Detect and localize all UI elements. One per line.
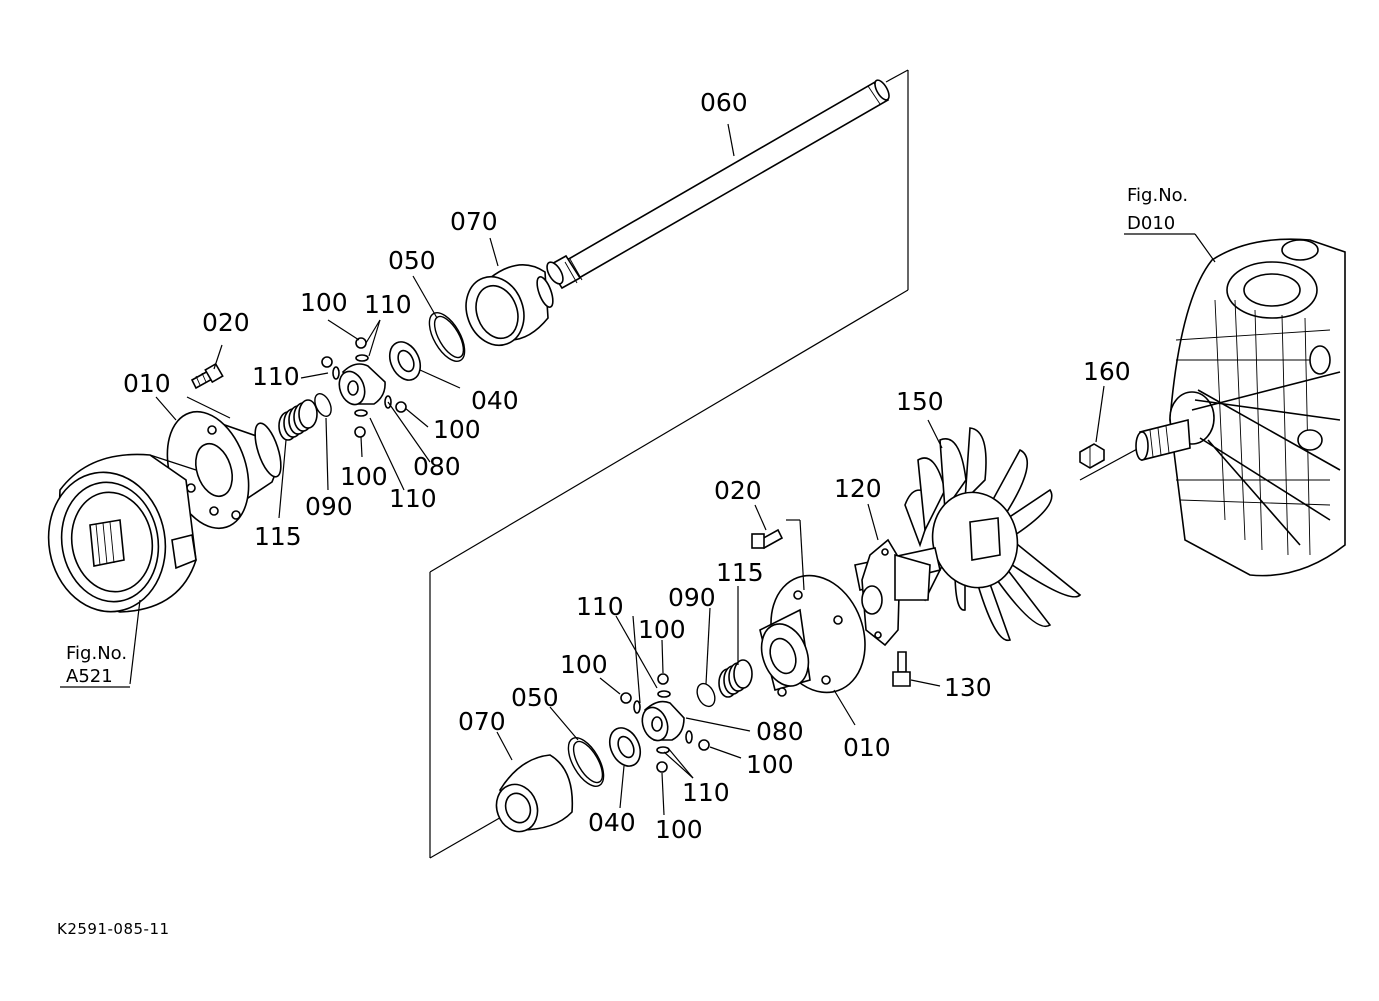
label-circlip: 090 [305, 492, 353, 521]
label-oring-a-lower: 110 [576, 592, 624, 621]
label-oring-b: 110 [252, 362, 300, 391]
label-shaft: 060 [700, 88, 748, 117]
circlip-lower [696, 682, 716, 708]
hex-nut [1079, 443, 1105, 469]
flange-yoke-lower [759, 574, 866, 697]
label-bolt-lower: 020 [714, 476, 762, 505]
label-oring-a: 110 [364, 290, 412, 319]
label-flange-lower: 010 [843, 733, 891, 762]
lower-part-labels: 150 160 020 120 115 090 110 100 100 050 … [458, 185, 1188, 844]
label-boot: 070 [450, 207, 498, 236]
pulley-housing [47, 453, 197, 613]
label-ball-b-lower: 100 [560, 650, 608, 679]
transmission-housing [1135, 238, 1346, 577]
ref-label-line2: A521 [66, 666, 113, 687]
cross-joint-lower [620, 673, 710, 773]
label-bracket: 120 [834, 474, 882, 503]
rubber-boot [465, 264, 554, 347]
snap-ring-lower [567, 737, 605, 787]
label-spring: 115 [254, 522, 302, 551]
label-ball-c: 100 [340, 462, 388, 491]
label-circlip-lower: 090 [668, 583, 716, 612]
label-ball-d-lower: 100 [655, 815, 703, 844]
mounting-bracket [861, 538, 931, 647]
label-oring-b-lower: 110 [682, 778, 730, 807]
label-oring-c: 110 [389, 484, 437, 513]
label-flange: 010 [123, 369, 171, 398]
upper-leader-lines [60, 123, 735, 688]
label-ball-a: 100 [300, 288, 348, 317]
label-fan: 150 [896, 387, 944, 416]
coil-spring-lower [718, 659, 753, 698]
lower-assembly: 150 160 020 120 115 090 110 100 100 050 … [458, 185, 1346, 844]
rubber-boot-lower [495, 754, 574, 833]
label-ball-b: 100 [433, 415, 481, 444]
label-bolt-b: 130 [944, 673, 992, 702]
label-spring-lower: 115 [716, 558, 764, 587]
label-ball-a-lower: 100 [638, 615, 686, 644]
ref-label-line1-lower: Fig.No. [1127, 185, 1188, 206]
lower-leader-lines [496, 233, 1216, 816]
label-snap-ring-lower: 050 [511, 683, 559, 712]
coil-spring [278, 399, 318, 441]
cross-joint [321, 337, 407, 438]
label-joint: 080 [413, 452, 461, 481]
thrust-washer-lower [608, 727, 642, 767]
hex-bolt [190, 362, 224, 390]
label-ball-c-lower: 100 [746, 750, 794, 779]
upper-assembly: 060 070 050 100 110 020 110 040 010 100 … [47, 79, 890, 688]
snap-ring [428, 312, 466, 362]
ref-label-line1: Fig.No. [66, 643, 127, 664]
drawing-code: K2591-085-11 [57, 920, 170, 938]
label-bolt: 020 [202, 308, 250, 337]
upper-part-labels: 060 070 050 100 110 020 110 040 010 100 … [66, 88, 748, 687]
label-washer: 040 [471, 386, 519, 415]
label-washer-lower: 040 [588, 808, 636, 837]
hex-bolt-small [751, 528, 784, 550]
ref-label-line2-lower: D010 [1127, 213, 1175, 234]
thrust-washer [388, 341, 422, 381]
cooling-fan [904, 427, 1082, 642]
label-boot-lower: 070 [458, 707, 506, 736]
hex-bolt-lower [892, 651, 911, 687]
label-snap-ring: 050 [388, 246, 436, 275]
label-nut: 160 [1083, 357, 1131, 386]
drive-shaft [546, 79, 890, 290]
label-joint-lower: 080 [756, 717, 804, 746]
